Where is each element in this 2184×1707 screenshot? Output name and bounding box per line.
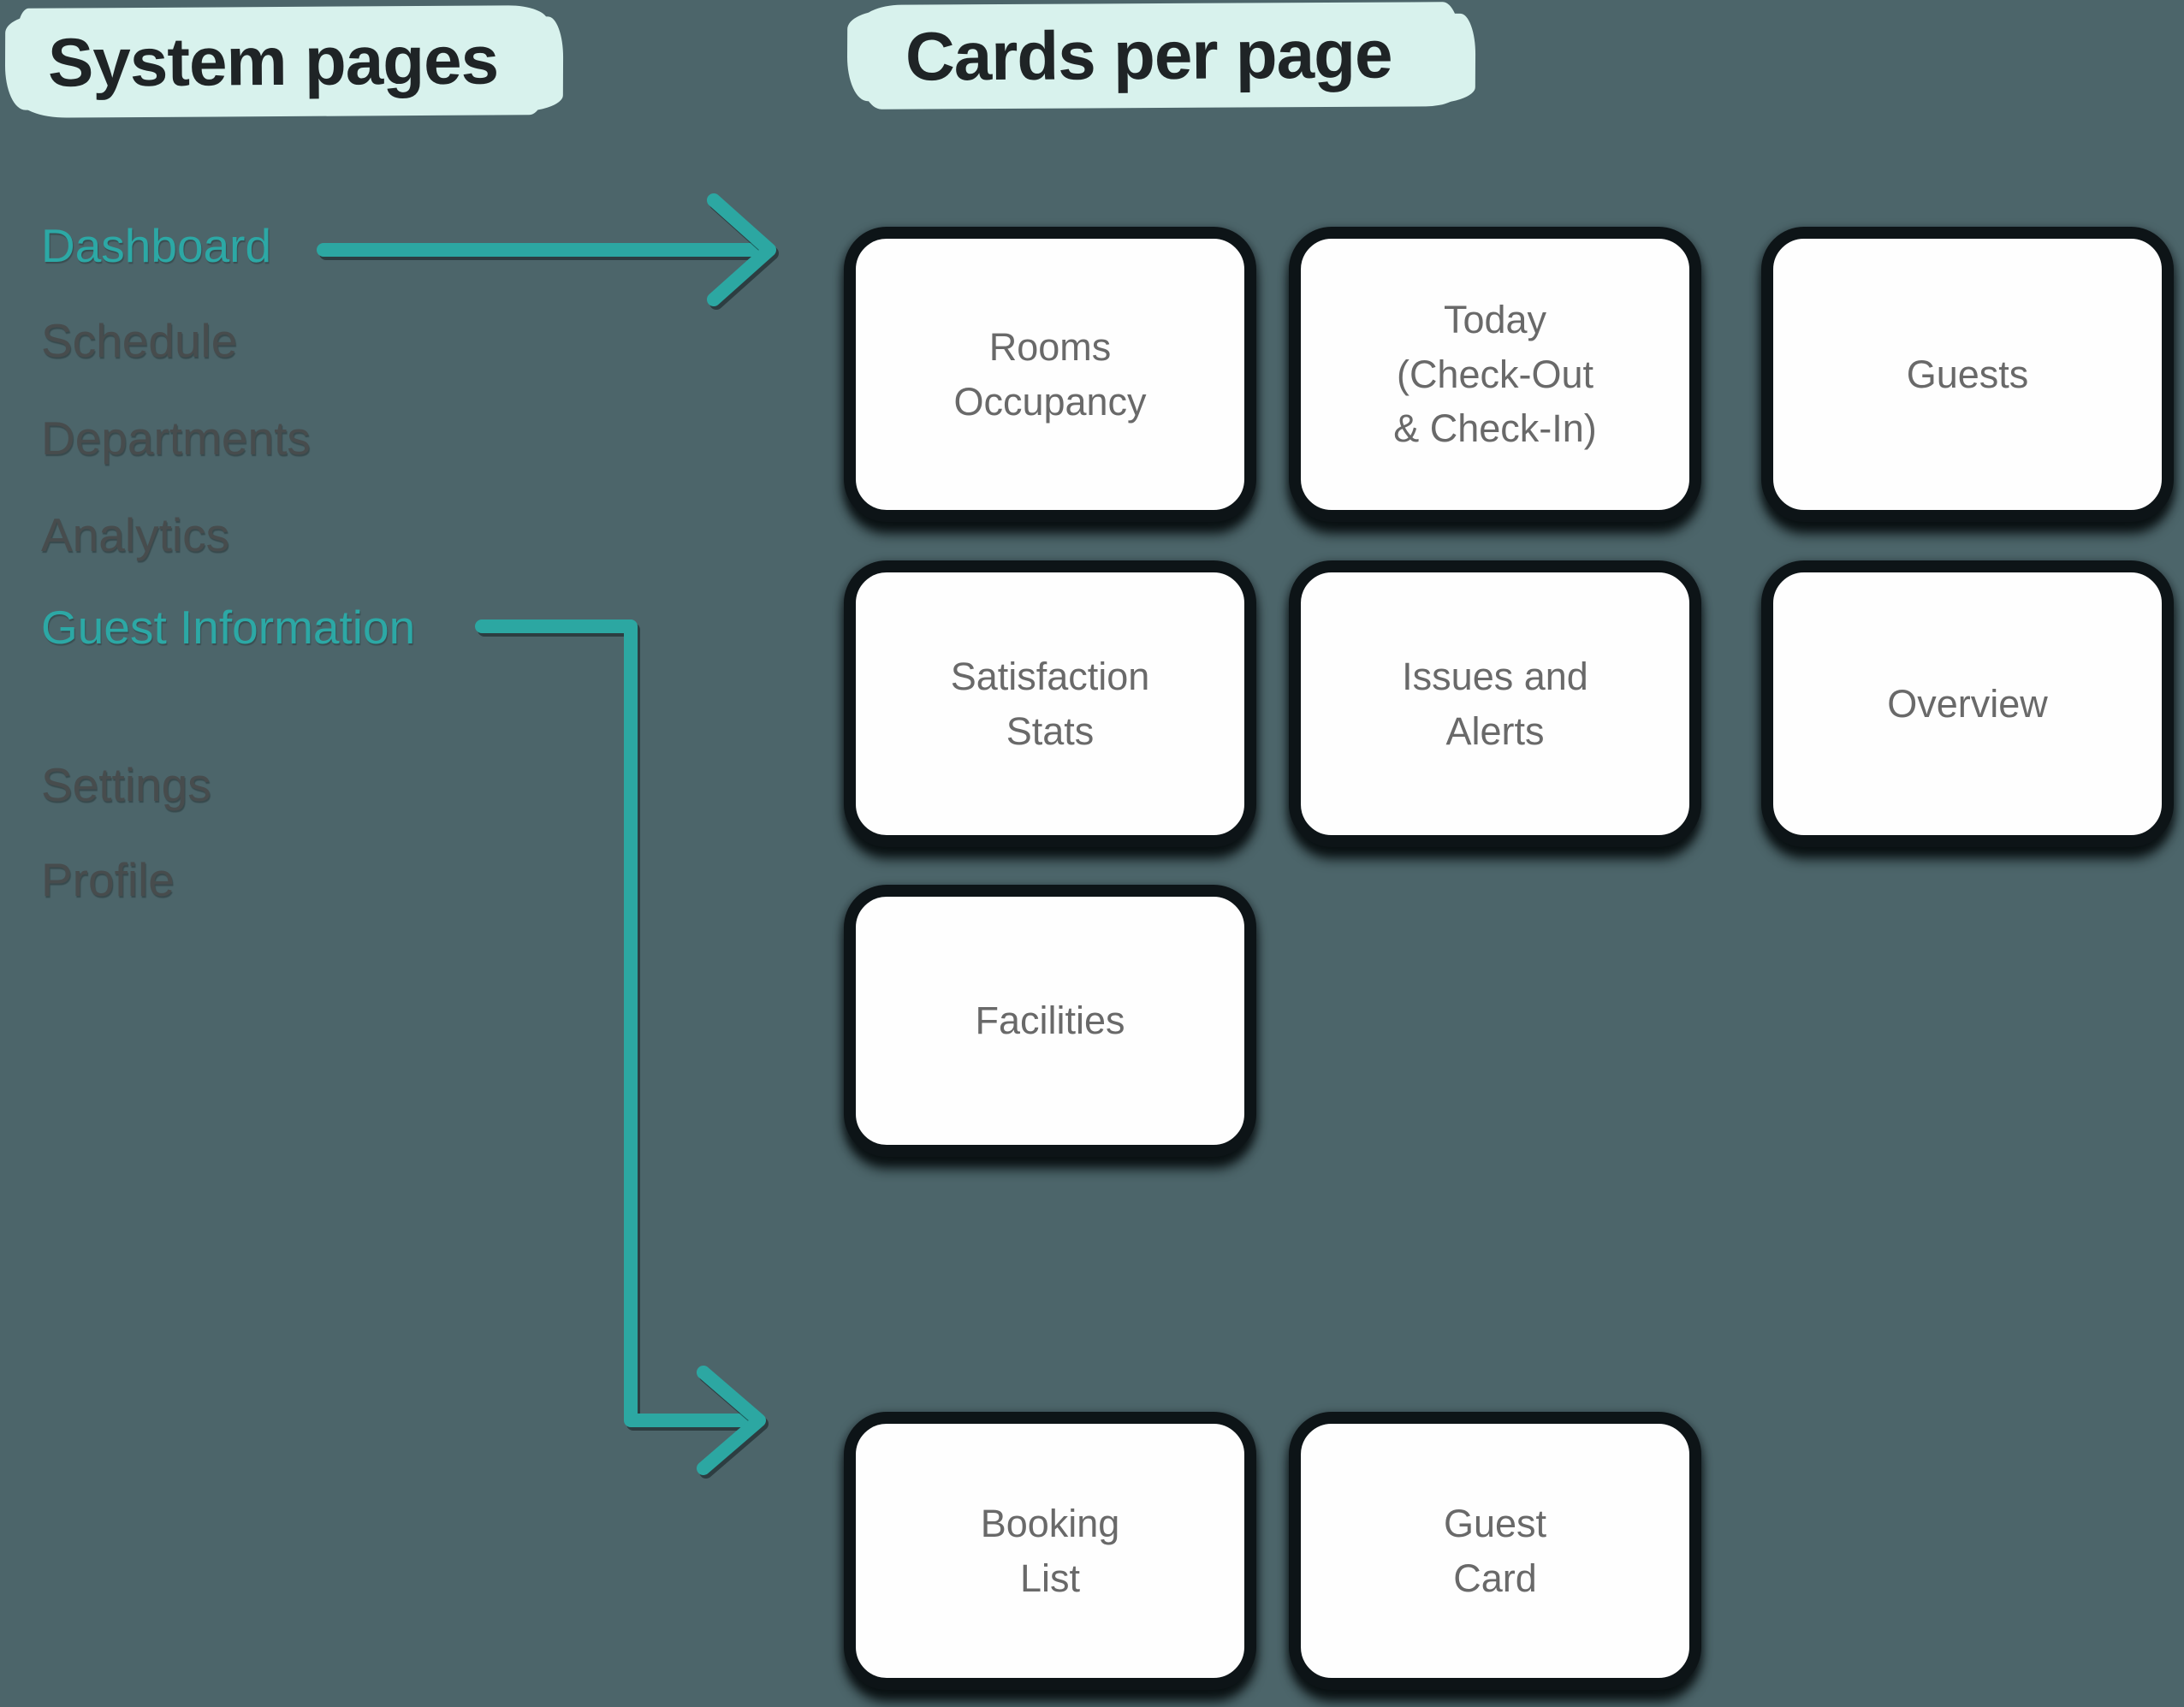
card-rooms-occupancy[interactable]: Rooms Occupancy (844, 227, 1256, 522)
menu-item-departments[interactable]: Departments (41, 412, 311, 465)
dashboard-arrow (317, 193, 776, 306)
menu-item-dashboard[interactable]: Dashboard (41, 219, 272, 272)
card-guest-card[interactable]: Guest Card (1289, 1412, 1701, 1690)
card-label: Facilities (975, 999, 1125, 1043)
menu-item-profile[interactable]: Profile (41, 853, 175, 906)
card-facilities[interactable]: Facilities (844, 885, 1256, 1157)
menu-item-guest-information[interactable]: Guest Information (41, 601, 416, 654)
guest-information-arrow (475, 619, 766, 1475)
card-label: Booking List (980, 1501, 1120, 1600)
menu-item-analytics[interactable]: Analytics (41, 508, 230, 561)
menu-item-schedule[interactable]: Schedule (41, 314, 238, 367)
cards-per-page-title: Cards per page (858, 2, 1461, 110)
card-issues-and-alerts[interactable]: Issues and Alerts (1289, 560, 1701, 847)
card-booking-list[interactable]: Booking List (844, 1412, 1256, 1690)
card-label: Guest Card (1443, 1501, 1547, 1600)
card-overview[interactable]: Overview (1761, 560, 2174, 847)
card-label: Today (Check-Out & Check-In) (1393, 297, 1597, 451)
card-label: Rooms Occupancy (953, 324, 1147, 424)
card-label: Overview (1887, 681, 2048, 726)
card-guests[interactable]: Guests (1761, 227, 2174, 522)
card-satisfaction-stats[interactable]: Satisfaction Stats (844, 560, 1256, 847)
card-label: Issues and Alerts (1402, 654, 1588, 753)
system-pages-title: System pages (16, 5, 549, 118)
card-today-check-out-check-in[interactable]: Today (Check-Out & Check-In) (1289, 227, 1701, 522)
card-label: Satisfaction Stats (950, 654, 1150, 753)
menu-item-settings[interactable]: Settings (41, 758, 211, 811)
card-label: Guests (1906, 352, 2029, 396)
